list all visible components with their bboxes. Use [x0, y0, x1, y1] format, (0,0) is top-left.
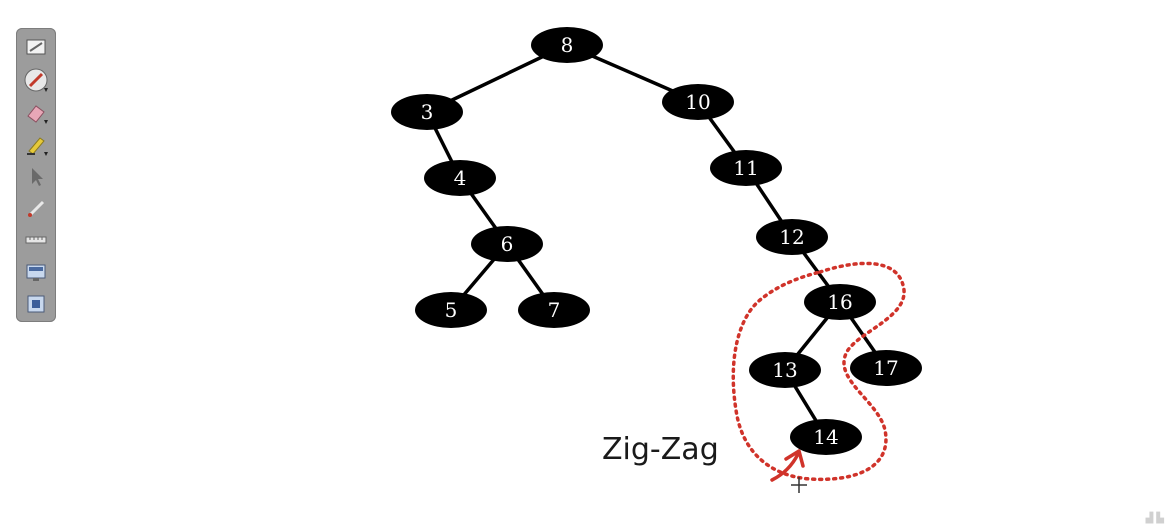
tree-node-shape: [518, 292, 590, 328]
tree-node-shape: [804, 284, 876, 320]
tree-node-17: 17: [850, 350, 922, 386]
ruler-icon[interactable]: [22, 226, 50, 254]
tree-node-shape: [710, 150, 782, 186]
tree-node-12: 12: [756, 219, 828, 255]
tree-node-label: 6: [501, 232, 514, 256]
window-capture-icon[interactable]: [22, 290, 50, 318]
tree-node-8: 8: [531, 27, 603, 63]
tree-node-label: 11: [733, 156, 758, 180]
pointer-icon[interactable]: [22, 162, 50, 190]
tree-node-label: 12: [779, 225, 804, 249]
tree-node-label: 5: [445, 298, 458, 322]
tree-node-shape: [424, 160, 496, 196]
pen-icon[interactable]: [22, 66, 50, 94]
tree-node-13: 13: [749, 352, 821, 388]
laser-pen-icon[interactable]: [22, 194, 50, 222]
tree-node-shape: [471, 226, 543, 262]
tree-nodes: 8 3 10 4 11 6 12 5 7 16 13 17 14: [391, 27, 922, 455]
screen-capture-icon[interactable]: [22, 258, 50, 286]
tree-node-10: 10: [662, 84, 734, 120]
tree-node-4: 4: [424, 160, 496, 196]
zig-zag-highlight-outline: [731, 261, 906, 482]
tree-node-shape: [790, 419, 862, 455]
tree-node-14: 14: [790, 419, 862, 455]
tree-node-shape: [749, 352, 821, 388]
eraser-icon[interactable]: [22, 98, 50, 126]
zig-zag-caption: Zig-Zag: [602, 432, 719, 467]
drawing-toolbar: [16, 28, 56, 322]
tree-node-shape: [850, 350, 922, 386]
tree-node-label: 10: [685, 90, 710, 114]
tree-node-label: 3: [421, 100, 434, 124]
highlighter-icon[interactable]: [22, 130, 50, 158]
tree-node-11: 11: [710, 150, 782, 186]
tree-node-label: 17: [873, 356, 898, 380]
tree-node-3: 3: [391, 94, 463, 130]
watermark-logo: ▟ ▙: [1145, 513, 1164, 524]
tree-node-label: 13: [772, 358, 797, 382]
tree-node-shape: [662, 84, 734, 120]
tree-node-7: 7: [518, 292, 590, 328]
tree-node-label: 7: [548, 298, 561, 322]
tree-node-shape: [756, 219, 828, 255]
tree-node-label: 16: [827, 290, 852, 314]
whiteboard-icon[interactable]: [22, 34, 50, 62]
tree-node-16: 16: [804, 284, 876, 320]
crosshair-cursor-icon: [791, 477, 807, 493]
tree-node-label: 8: [561, 33, 574, 57]
tree-node-5: 5: [415, 292, 487, 328]
tree-node-6: 6: [471, 226, 543, 262]
tree-node-shape: [415, 292, 487, 328]
tree-node-label: 4: [454, 166, 467, 190]
arrow-icon: [770, 449, 805, 482]
tree-node-shape: [531, 27, 603, 63]
tree-node-shape: [391, 94, 463, 130]
tree-node-label: 14: [813, 425, 838, 449]
